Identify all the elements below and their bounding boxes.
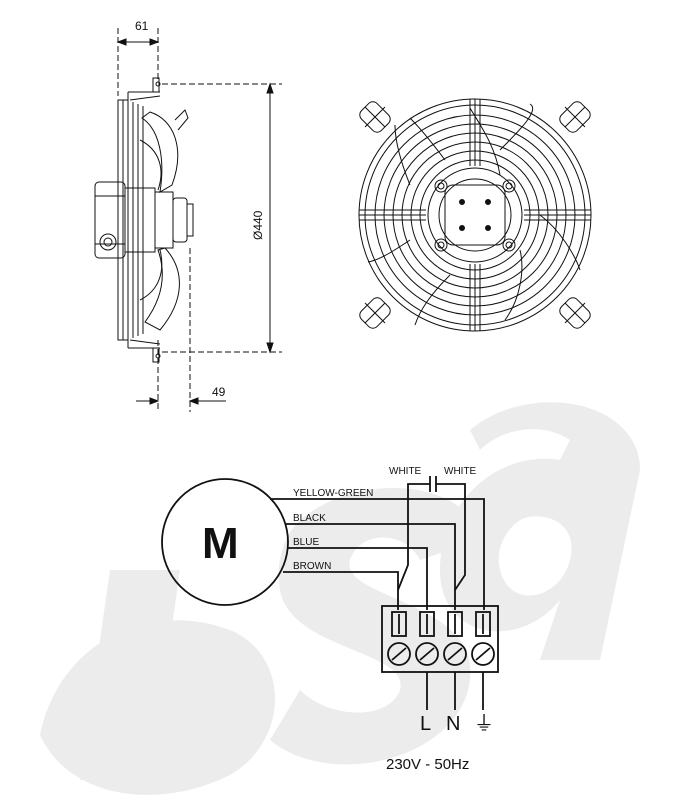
capacitor-wire-right-label: WHITE [444,466,477,477]
dimension-440-label: Ø440 [251,210,265,240]
motor-label: M [202,519,239,568]
wire-label-yellow-green: YELLOW-GREEN [293,488,373,499]
watermark-logo [40,402,640,795]
fan-front-view [358,98,592,332]
terminal-label-earth: ⏚ [474,713,494,735]
dimension-49-label: 49 [212,385,226,399]
wire-label-blue: BLUE [293,537,319,548]
dimension-depth-top [116,28,160,96]
dimension-diameter [162,82,282,354]
supply-rating: 230V - 50Hz [386,756,469,773]
wire-label-black: BLACK [293,513,326,524]
wiring-diagram [161,476,499,710]
terminal-label-n: N [446,713,460,735]
terminal-label-l: L [420,713,431,735]
dimension-depth-bottom [136,248,226,412]
fan-side-view [94,77,194,363]
wire-label-brown: BROWN [293,561,331,572]
capacitor-wire-left-label: WHITE [389,466,422,477]
dimension-61-label: 61 [135,19,149,33]
